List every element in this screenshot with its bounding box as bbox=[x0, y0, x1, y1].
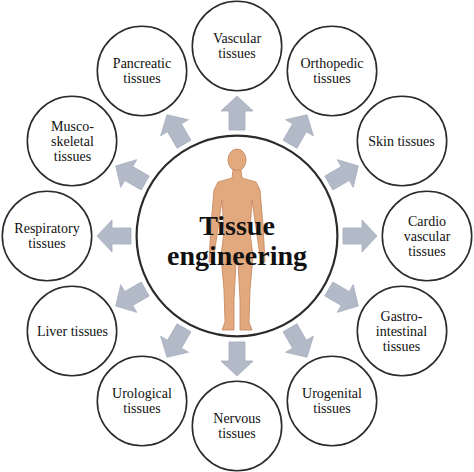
tissue-circle: Urogenital tissues bbox=[286, 355, 378, 447]
tissue-label: Musco-skeletal tissues bbox=[33, 119, 111, 164]
block-arrow bbox=[116, 282, 149, 312]
tissue-label: Nervous tissues bbox=[198, 411, 276, 441]
tissue-circle: Respiratory tissues bbox=[1, 190, 93, 282]
circle-shape bbox=[97, 27, 186, 116]
tissue-circle: Nervous tissues bbox=[191, 380, 283, 472]
block-arrow bbox=[325, 282, 358, 312]
tissue-label: Gastro-intestinal tissues bbox=[363, 309, 441, 354]
tissue-circle: Liver tissues bbox=[26, 285, 118, 377]
tissue-label: Pancreatic tissues bbox=[103, 56, 181, 86]
tissue-label: Liver tissues bbox=[33, 324, 111, 339]
block-arrow bbox=[283, 324, 313, 357]
circle-shape bbox=[357, 286, 446, 375]
circle-shape bbox=[287, 356, 376, 445]
tissue-circle: Vascular tissues bbox=[191, 0, 283, 92]
block-arrow bbox=[161, 324, 191, 357]
block-arrow bbox=[97, 220, 131, 252]
circle-shape bbox=[97, 356, 186, 445]
tissue-circle: Urological tissues bbox=[96, 355, 188, 447]
block-arrow bbox=[283, 115, 313, 148]
circle-shape bbox=[2, 191, 91, 280]
block-arrow bbox=[161, 115, 191, 148]
tissue-circle: Gastro-intestinal tissues bbox=[356, 285, 448, 377]
circle-shape bbox=[192, 1, 281, 90]
tissue-label: Cardio vascular tissues bbox=[388, 214, 466, 259]
circle-shape bbox=[28, 96, 117, 185]
tissue-circle: Pancreatic tissues bbox=[96, 25, 188, 117]
block-arrow bbox=[325, 160, 358, 190]
tissue-circle: Cardio vascular tissues bbox=[381, 190, 473, 282]
block-arrow bbox=[221, 96, 253, 130]
block-arrow bbox=[116, 160, 149, 190]
circle-shape bbox=[28, 286, 117, 375]
tissue-circle: Skin tissues bbox=[356, 95, 448, 187]
tissue-label: Vascular tissues bbox=[198, 31, 276, 61]
tissue-label: Orthopedic tissues bbox=[293, 56, 371, 86]
tissue-circle: Musco-skeletal tissues bbox=[26, 95, 118, 187]
block-arrow bbox=[343, 220, 377, 252]
circle-shape bbox=[382, 191, 471, 280]
circle-shape bbox=[357, 96, 446, 185]
tissue-label: Urological tissues bbox=[103, 386, 181, 416]
block-arrow bbox=[221, 342, 253, 376]
tissue-label: Skin tissues bbox=[363, 134, 441, 149]
circle-shape bbox=[137, 136, 338, 337]
circle-shape bbox=[192, 381, 281, 470]
tissue-label: Urogenital tissues bbox=[293, 386, 371, 416]
tissue-label: Respiratory tissues bbox=[8, 221, 86, 251]
figure-head bbox=[228, 149, 246, 171]
central-title: Tissue engineering bbox=[157, 211, 317, 271]
tissue-circle: Orthopedic tissues bbox=[286, 25, 378, 117]
circle-shape bbox=[287, 27, 376, 116]
